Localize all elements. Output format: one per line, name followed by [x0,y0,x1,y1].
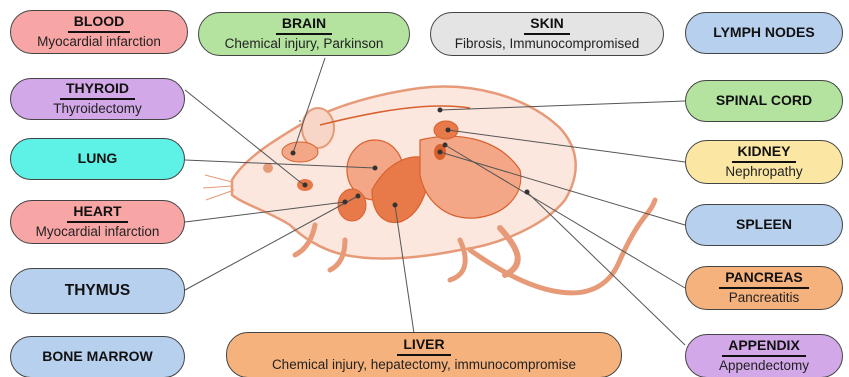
label-brain-condition: Chemical injury, Parkinson [225,37,384,52]
label-bone-marrow-organ: BONE MARROW [36,349,158,364]
connector-appendix [527,192,685,345]
label-pancreas: PANCREAS Pancreatitis [685,266,843,310]
label-lung: LUNG [10,138,185,180]
label-bone-marrow: BONE MARROW [10,336,185,377]
label-blood-organ: BLOOD [68,14,131,32]
label-kidney-organ: KIDNEY [732,144,797,162]
label-skin-organ: SKIN [524,16,569,34]
organ-brain [282,142,318,162]
label-spinal-cord: SPINAL CORD [685,80,843,122]
label-heart-organ: HEART [67,204,127,222]
label-skin: SKIN Fibrosis, Immunocompromised [430,12,664,56]
label-pancreas-condition: Pancreatitis [729,291,800,306]
label-appendix: APPENDIX Appendectomy [685,334,843,377]
label-lymph-nodes-organ: LYMPH NODES [707,25,820,40]
label-kidney: KIDNEY Nephropathy [685,140,843,184]
label-appendix-condition: Appendectomy [719,359,809,374]
label-brain: BRAIN Chemical injury, Parkinson [198,12,410,56]
label-appendix-organ: APPENDIX [722,338,806,356]
label-liver: LIVER Chemical injury, hepatectomy, immu… [226,332,622,377]
label-brain-organ: BRAIN [276,16,332,34]
rat-whiskers [203,175,234,200]
rat-ear [302,108,334,148]
label-lymph-nodes: LYMPH NODES [685,12,843,54]
label-pancreas-organ: PANCREAS [719,270,809,288]
label-spleen: SPLEEN [685,204,843,246]
label-blood: BLOOD Myocardial infarction [10,10,188,54]
label-liver-condition: Chemical injury, hepatectomy, immunocomp… [272,358,576,373]
label-thyroid-condition: Thyroidectomy [53,102,142,117]
label-heart-condition: Myocardial infarction [36,225,160,240]
label-skin-condition: Fibrosis, Immunocompromised [455,37,640,52]
label-liver-organ: LIVER [397,337,450,355]
rat-eye [263,163,273,173]
label-thyroid: THYROID Thyroidectomy [10,78,185,120]
label-blood-condition: Myocardial infarction [37,35,161,50]
label-thyroid-organ: THYROID [60,81,135,99]
label-spleen-organ: SPLEEN [730,217,798,232]
label-heart: HEART Myocardial infarction [10,200,185,244]
label-kidney-condition: Nephropathy [725,165,802,180]
label-thymus: THYMUS [10,268,185,314]
label-spinal-cord-organ: SPINAL CORD [710,93,818,108]
label-lung-organ: LUNG [72,151,124,166]
label-thymus-organ: THYMUS [59,282,136,299]
